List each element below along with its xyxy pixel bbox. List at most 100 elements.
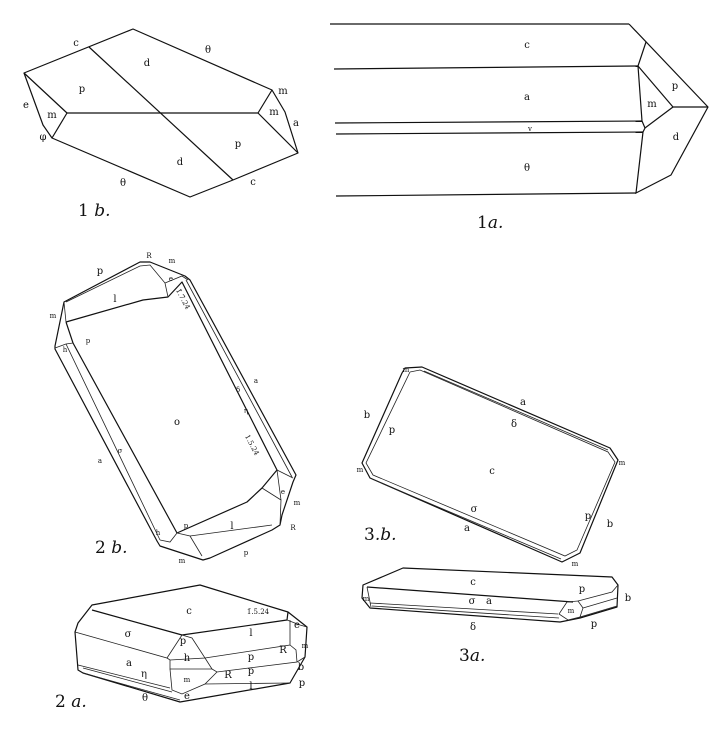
figure-caption: 3a. [459,646,485,666]
figure-2b: p R m e l m p h 1̄.7̄.24 o a δ η a σ 1.5… [50,252,301,565]
face-label: m [647,99,657,110]
fig1a-edge [334,120,643,124]
face-label: b [364,410,370,421]
figure-1a: c a v θ m p d 1a. [330,23,709,233]
face-label: θ [142,693,148,704]
face-label: p [79,84,85,95]
face-label: θ [120,178,126,189]
face-label: c [186,606,192,617]
fig2a-edge [77,664,171,689]
face-label: a [98,457,102,465]
face-label: d [673,132,680,143]
face-label: p [585,511,591,522]
face-label: l [230,521,233,532]
face-label: l [113,294,116,305]
fig2a-edge [82,672,181,701]
fig3a-edge [366,586,574,603]
face-label: a [464,523,470,534]
face-label: σ [469,596,476,607]
face-label: p [591,619,597,630]
fig2a-edge [91,609,289,636]
figure-caption: 3.b. [364,525,397,545]
face-label: m [403,366,410,374]
face-label: e [23,100,29,111]
face-label: a [293,118,299,129]
face-label: η [244,407,248,415]
face-label: m [294,499,301,507]
face-label: δ [511,419,517,430]
figure-1b: c θ d p e m φ m m a p d θ c 1 b. [23,28,299,221]
face-label: c [73,38,79,49]
face-label: θ [524,163,530,174]
fig2a-outline [74,584,308,703]
fig2a-edge [169,657,213,670]
fig2a-edge [82,667,173,693]
fig1b-labels: c θ d p e m φ m m a p d θ c [23,38,299,189]
face-label: R [290,524,296,532]
face-label: p [579,584,585,595]
face-label: h [63,346,68,354]
face-label: p [86,337,91,345]
face-label: a [254,377,258,385]
fig2a-edge [204,682,291,685]
fig1b-outline [23,28,299,198]
fig2b-edge [189,524,273,537]
fig3b-edge [371,478,562,560]
face-label: p [97,266,103,277]
face-label: m [50,312,57,320]
face-label: o [174,417,180,428]
fig3a-edge [369,602,559,615]
fig1a-labels: c a v θ m p d [524,40,680,174]
face-label: m [278,86,288,97]
face-label: σ [118,447,123,455]
fig3b-inner-face [365,369,616,557]
face-label: σ [125,629,132,640]
face-label: l [249,628,252,639]
face-label: v [527,125,532,133]
face-label: a [126,658,132,669]
figure-2a: c 1̄.5.24 e σ l p m h R a p η m R p b l … [55,584,309,712]
face-label: m [357,466,364,474]
face-label: c [250,177,256,188]
fig3a-outline [361,567,619,623]
fig2a-edge [296,656,306,663]
face-label: 1̄.5.24 [247,608,270,616]
face-label: b [298,662,304,673]
face-label: e [281,488,285,496]
fig2b-inner-face [65,281,278,534]
figure-3b: m a δ b p m c m σ p b a m 3.b. [357,366,626,568]
fig2b-outline [54,261,297,561]
face-label: p [248,666,254,677]
fig3b-labels: m a δ b p m c m σ p b a m [357,366,626,568]
fig3a-edge [579,605,618,618]
face-label: l [249,681,252,692]
figure-caption: 1 b. [78,201,111,221]
fig1a-edge [333,65,639,70]
fig3b-outline [361,366,619,563]
fig3a-edge [577,584,619,602]
fig2a-edge [169,668,218,695]
face-label: h [156,529,161,537]
fig2b-edge [185,279,293,478]
face-label: m [184,676,191,684]
face-label: p [184,522,189,530]
face-label: c [470,577,476,588]
face-label: m [302,642,309,650]
face-label: R [279,645,287,656]
fig1a-edge [644,106,674,129]
face-label: δ [236,386,240,394]
face-label: p [389,425,395,436]
face-label: R [224,670,232,681]
fig1b-edge [257,89,299,154]
fig2a-labels: c 1̄.5.24 e σ l p m h R a p η m R p b l … [125,606,309,704]
figure-caption: 2 b. [95,538,128,558]
face-label: c [524,40,530,51]
face-label: p [180,636,186,647]
face-label: θ [205,45,211,56]
fig3b-edge [423,370,609,451]
face-label: η [141,669,147,680]
face-label: d [144,58,151,69]
fig3a-labels: c p b m σ a m δ p [363,577,632,633]
fig2b-edge [276,469,294,479]
